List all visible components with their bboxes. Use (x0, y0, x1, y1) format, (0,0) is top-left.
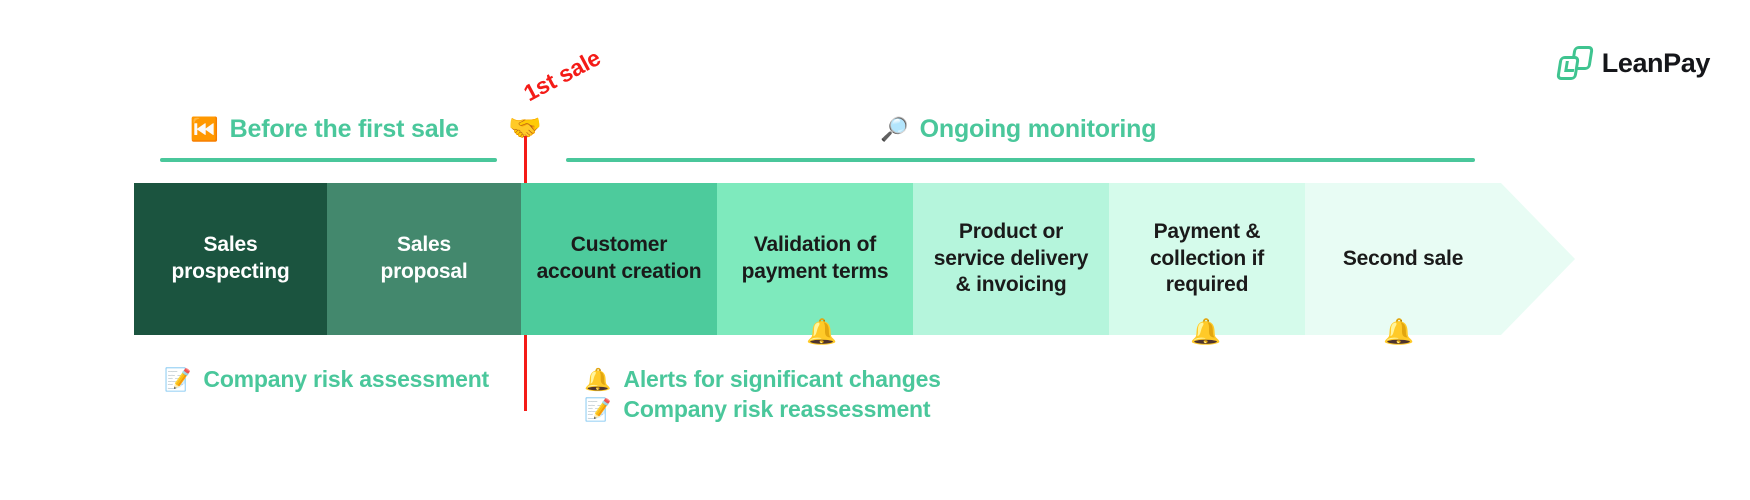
bell-icon-marker-3: 🔔 (1383, 318, 1415, 346)
pipeline-step-3-label: Customer account creation (536, 233, 702, 283)
bell-icon-marker-2: 🔔 (1190, 318, 1222, 346)
brand-name: LeanPay (1601, 47, 1711, 78)
pipeline-step-1[interactable]: Sales prospecting (134, 183, 327, 335)
pipeline-step-6-label: Payment & collection if required (1149, 220, 1265, 297)
note-alerts-for-significant-changes: 🔔 Alerts for significant changes (584, 366, 941, 393)
milestone-label: 1st sale (519, 44, 605, 107)
pipeline-step-7-label: Second sale (1342, 246, 1464, 270)
bell-icon-marker-1: 🔔 (806, 318, 838, 346)
pipeline-step-3[interactable]: Customer account creation (521, 183, 717, 335)
pipeline-step-6[interactable]: Payment & collection if required (1109, 183, 1305, 335)
pipeline-step-2-label: Sales proposal (380, 233, 468, 283)
pipeline-step-5[interactable]: Product or service delivery & invoicing (913, 183, 1109, 335)
phase-header-ongoing-monitoring: 🔎 Ongoing monitoring (880, 115, 1156, 144)
memo-icon: 📝 (164, 366, 192, 392)
pipeline-step-2[interactable]: Sales proposal (327, 183, 521, 335)
leanpay-logo-icon (1555, 46, 1594, 80)
pipeline-step-4-label: Validation of payment terms (741, 233, 889, 283)
memo-icon: 📝 (584, 396, 612, 422)
note-alerts-for-significant-changes-label: Alerts for significant changes (623, 366, 941, 392)
phase-rule-ongoing-monitoring (566, 158, 1475, 162)
sales-pipeline: Sales prospecting Sales proposal Custome… (134, 183, 1575, 335)
phase-header-before-first-sale: ⏮️ Before the first sale (190, 115, 459, 144)
brand-logo: LeanPay (1555, 46, 1711, 80)
note-company-risk-reassessment-label: Company risk reassessment (623, 396, 931, 422)
bell-icon: 🔔 (584, 366, 612, 392)
pipeline-step-1-label: Sales prospecting (171, 233, 290, 283)
note-company-risk-assessment-label: Company risk assessment (203, 366, 490, 392)
pipeline-step-7[interactable]: Second sale (1305, 183, 1575, 335)
pipeline-step-4[interactable]: Validation of payment terms (717, 183, 913, 335)
phase-label-before-first-sale: Before the first sale (229, 115, 459, 143)
phase-rule-before-first-sale (160, 158, 497, 162)
rewind-icon: ⏮️ (190, 116, 219, 142)
note-company-risk-assessment: 📝 Company risk assessment (164, 366, 489, 393)
magnifying-glass-icon: 🔎 (880, 116, 909, 142)
note-company-risk-reassessment: 📝 Company risk reassessment (584, 396, 931, 423)
pipeline-step-5-label: Product or service delivery & invoicing (933, 220, 1089, 297)
phase-label-ongoing-monitoring: Ongoing monitoring (919, 115, 1157, 143)
pipeline-arrow-tip (1501, 183, 1575, 335)
